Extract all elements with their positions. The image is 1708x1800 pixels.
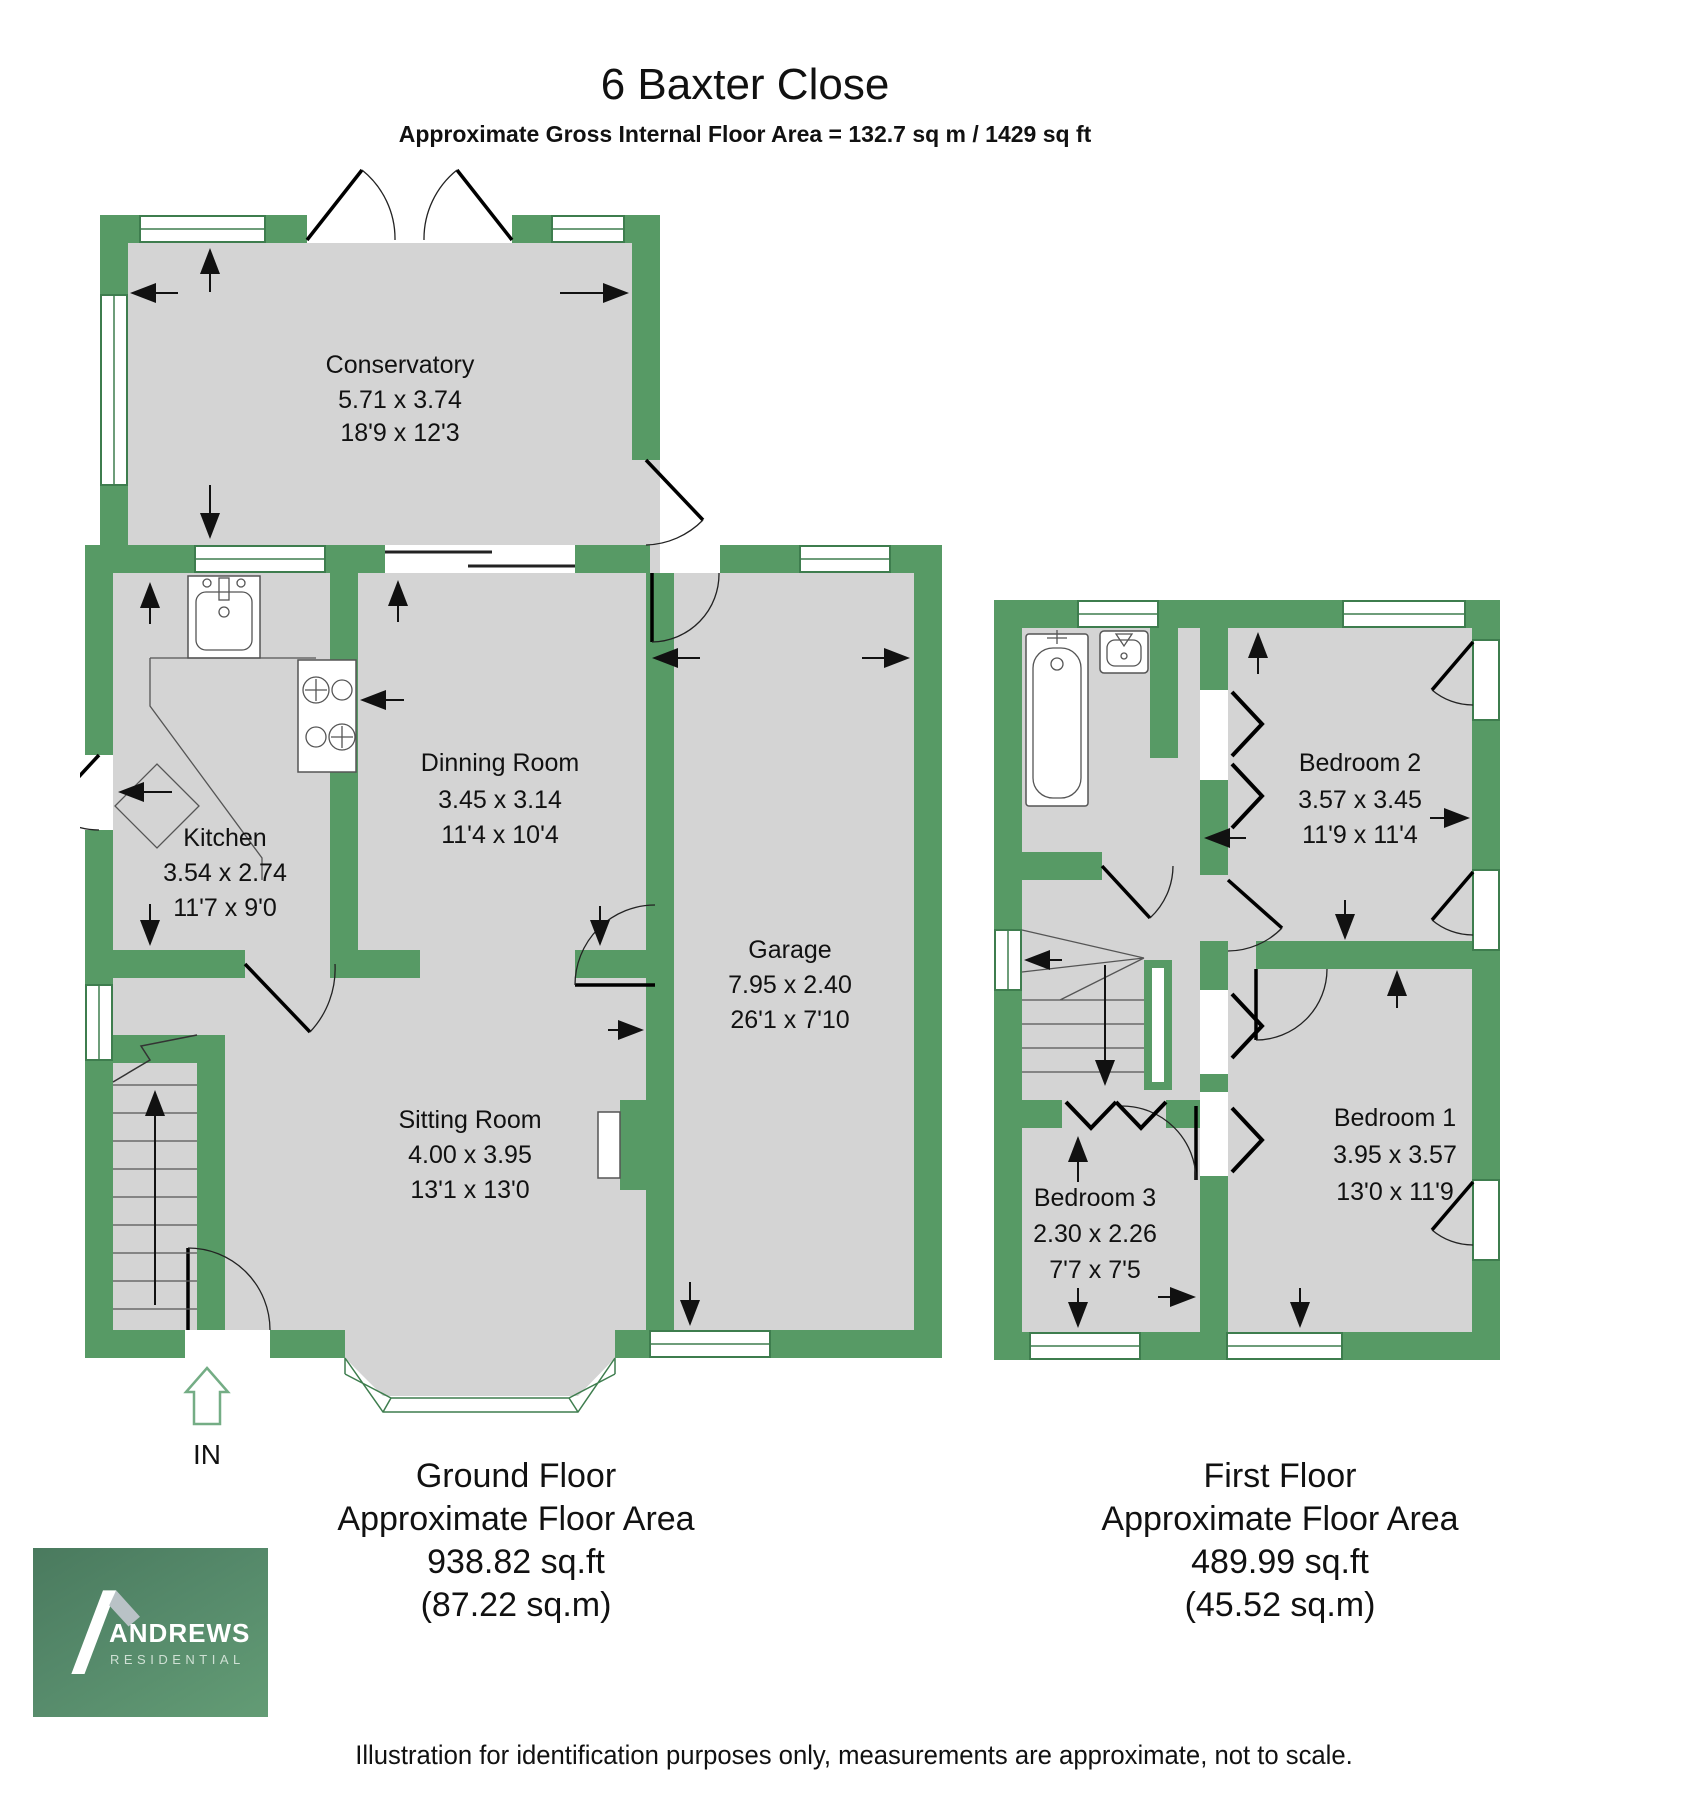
svg-text:3.57 x 3.45: 3.57 x 3.45 [1298,786,1422,814]
svg-text:11'7 x 9'0: 11'7 x 9'0 [173,894,277,922]
svg-text:26'1 x 7'10: 26'1 x 7'10 [730,1006,849,1034]
svg-text:11'9 x 11'4: 11'9 x 11'4 [1302,821,1418,849]
fireplace [597,1111,621,1179]
first-doors [1100,864,1328,1181]
entrance-arrow-icon [183,1366,231,1426]
logo-brand: ANDREWS [109,1618,251,1648]
svg-text:4.00 x 3.95: 4.00 x 3.95 [408,1141,532,1169]
svg-text:2.30 x 2.26: 2.30 x 2.26 [1033,1220,1157,1248]
svg-text:Sitting Room: Sitting Room [398,1106,541,1134]
ground-interior-walls [113,573,674,1330]
dimension-arrows-first [1024,632,1470,1328]
room-label-bedroom-2: Bedroom 2 3.57 x 3.45 11'9 x 11'4 [1298,749,1422,849]
svg-text:11'4 x 10'4: 11'4 x 10'4 [441,821,559,849]
ground-outer-walls [85,545,942,1358]
house-floor [113,573,914,1330]
first-floor-caption: First Floor Approximate Floor Area 489.9… [1101,1457,1459,1624]
svg-text:5.71 x 3.74: 5.71 x 3.74 [338,386,462,414]
conservatory-walls [100,215,660,573]
svg-text:Bedroom 1: Bedroom 1 [1334,1104,1456,1132]
page-title: 6 Baxter Close [600,60,890,109]
room-label-kitchen: Kitchen 3.54 x 2.74 11'7 x 9'0 [163,824,287,922]
svg-text:Garage: Garage [748,936,831,964]
wardrobe-doors [1064,690,1265,1174]
bathtub [1025,630,1089,807]
first-outer-walls [994,600,1500,1360]
svg-text:13'0 x 11'9: 13'0 x 11'9 [1336,1178,1454,1206]
stove [297,659,357,773]
svg-text:3.45 x 3.14: 3.45 x 3.14 [438,786,562,814]
staircase-ground [112,1034,198,1310]
first-floor-plan: Bedroom 2 3.57 x 3.45 11'9 x 11'4 Bedroo… [994,600,1500,1360]
roof-icon [71,1590,140,1674]
room-label-sitting-room: Sitting Room 4.00 x 3.95 13'1 x 13'0 [398,1106,541,1204]
ground-floor-plan: Conservatory 5.71 x 3.74 18'9 x 12'3 Kit… [80,168,942,1470]
first-interior-walls [1022,628,1472,1332]
svg-text:3.54 x 2.74: 3.54 x 2.74 [163,859,287,887]
svg-text:Dinning Room: Dinning Room [421,749,579,777]
agency-logo: ANDREWS RESIDENTIAL [33,1548,268,1717]
svg-text:7'7 x 7'5: 7'7 x 7'5 [1049,1256,1141,1284]
svg-text:3.95 x 3.57: 3.95 x 3.57 [1333,1141,1457,1169]
floor-area-subtitle: Approximate Gross Internal Floor Area = … [398,121,1092,147]
ground-doors [80,458,720,1331]
room-label-conservatory: Conservatory 5.71 x 3.74 18'9 x 12'3 [326,351,475,447]
svg-text:Kitchen: Kitchen [183,824,266,852]
room-label-bedroom-1: Bedroom 1 3.95 x 3.57 13'0 x 11'9 [1333,1104,1457,1206]
svg-text:13'1 x 13'0: 13'1 x 13'0 [410,1176,529,1204]
casement-windows [1430,640,1475,1246]
entrance-label: IN [193,1439,221,1470]
room-label-dinning-room: Dinning Room 3.45 x 3.14 11'4 x 10'4 [421,749,579,849]
disclaimer-text: Illustration for identification purposes… [355,1740,1353,1770]
svg-text:Bedroom 2: Bedroom 2 [1299,749,1421,777]
logo-subtitle: RESIDENTIAL [110,1652,245,1667]
dimension-arrows-ground [118,248,910,1326]
room-label-bedroom-3: Bedroom 3 2.30 x 2.26 7'7 x 7'5 [1033,1184,1157,1284]
conservatory-double-door [305,168,514,242]
basin [1099,630,1149,674]
kitchen-sink [187,575,261,659]
bay-window [344,1357,616,1413]
svg-text:18'9 x 12'3: 18'9 x 12'3 [340,419,459,447]
svg-text:7.95 x 2.40: 7.95 x 2.40 [728,971,852,999]
room-label-garage: Garage 7.95 x 2.40 26'1 x 7'10 [728,936,852,1034]
ground-floor-caption: Ground Floor Approximate Floor Area 938.… [337,1457,695,1624]
staircase-first [1021,929,1145,1086]
svg-text:Conservatory: Conservatory [326,351,475,379]
first-floor-title: First Floor [1203,1457,1357,1495]
ground-floor-title: Ground Floor [415,1457,617,1495]
kitchen-counter [114,657,316,880]
svg-text:Bedroom 3: Bedroom 3 [1034,1184,1156,1212]
